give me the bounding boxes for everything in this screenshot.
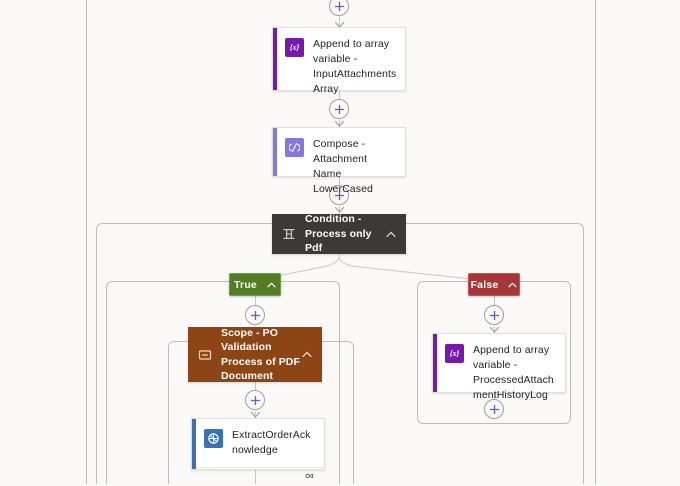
connector-link-icon[interactable] [304,468,316,486]
branch-pill-false[interactable]: False [468,273,520,296]
header-node-condition-process-only-pdf[interactable]: Condition - Process only Pdf [272,213,406,255]
ai-builder-icon [204,429,223,448]
chevron-up-glyph [508,281,518,287]
connector-true-to-plus [255,296,256,306]
action-card-label: Compose - Attachment Name LowerCased [313,138,373,195]
action-card-extract-order-acknowledge[interactable]: ExtractOrderAcknowledge [191,418,325,479]
plus-icon [334,1,344,11]
action-card-label: Append to array variable - InputAttachme… [313,38,397,95]
action-card-append-input-attachments[interactable]: {x} Append to array variable - InputAtta… [272,27,406,95]
plus-icon [489,310,499,320]
chevron-up-icon[interactable] [300,351,314,358]
add-step-after-scope-header[interactable] [245,390,265,410]
action-card-footer [196,467,324,486]
condition-icon [280,226,297,243]
branch-pill-label: True [234,278,257,291]
add-step-after-append-input[interactable] [329,99,349,119]
ai-builder-glyph [208,433,219,444]
header-node-label: Condition - Process only Pdf [305,213,372,255]
plus-icon [334,104,344,114]
header-node-label: Scope - PO Validation Process of PDF Doc… [221,326,301,383]
variable-icon: {x} [445,344,464,363]
outer-scope-right-border [595,0,596,484]
action-card-label: Append to array variable - ProcessedAtta… [473,344,554,401]
connector-to-append-input [339,16,340,27]
add-step-after-append-processed[interactable] [484,399,504,419]
card-accent-bar [273,28,277,90]
connector-false-plus-to-card [494,326,495,333]
add-step-true-branch[interactable] [245,305,265,325]
connector-to-condition [339,206,340,215]
add-step-after-compose[interactable] [329,185,349,205]
arrowhead-compose [335,121,344,127]
chevron-up-glyph [267,281,276,287]
connector-to-compose [339,120,340,127]
connector-extract-down [255,470,256,484]
card-accent-bar [192,419,196,469]
connector-append-processed-to-plus [494,393,495,400]
scope-glyph [198,349,211,360]
outer-scope-left-border [86,0,87,484]
arrowhead-append-processed [490,327,499,333]
arrowhead-extract [251,412,260,418]
condition-glyph [282,228,295,240]
connector-false-to-plus [494,296,495,306]
connector-link-glyph [305,473,314,479]
action-card-label: ExtractOrderAcknowledge [232,429,311,456]
connector-plus-to-extract [255,411,256,418]
card-accent-bar [433,334,437,392]
chevron-up-glyph [302,351,312,358]
chevron-up-icon[interactable] [267,281,276,288]
connector-append-input-to-plus [339,91,340,100]
add-step-top[interactable] [329,0,349,16]
arrowhead-condition [335,207,344,213]
true-branch-container [106,281,340,484]
plus-icon [250,310,260,320]
add-step-false-branch[interactable] [484,305,504,325]
compose-icon [285,138,304,157]
variable-icon: {x} [285,38,304,57]
branch-pill-true[interactable]: True [229,273,281,296]
action-card-append-processed-attachment[interactable]: {x} Append to array variable - Processed… [432,333,566,401]
chevron-up-glyph [386,231,396,237]
chevron-up-icon[interactable] [508,281,518,288]
plus-icon [250,395,260,405]
plus-icon [334,190,344,200]
action-card-compose-attachment-name[interactable]: Compose - Attachment Name LowerCased [272,127,406,195]
chevron-up-icon[interactable] [384,231,398,238]
plus-icon [489,404,499,414]
card-accent-bar [273,128,277,176]
branch-pill-label: False [470,278,499,291]
connector-scope-to-plus [255,382,256,391]
connector-compose-to-plus [339,177,340,186]
header-node-scope-po-validation[interactable]: Scope - PO Validation Process of PDF Doc… [188,327,322,382]
scope-icon [196,346,213,363]
compose-glyph [289,142,300,153]
